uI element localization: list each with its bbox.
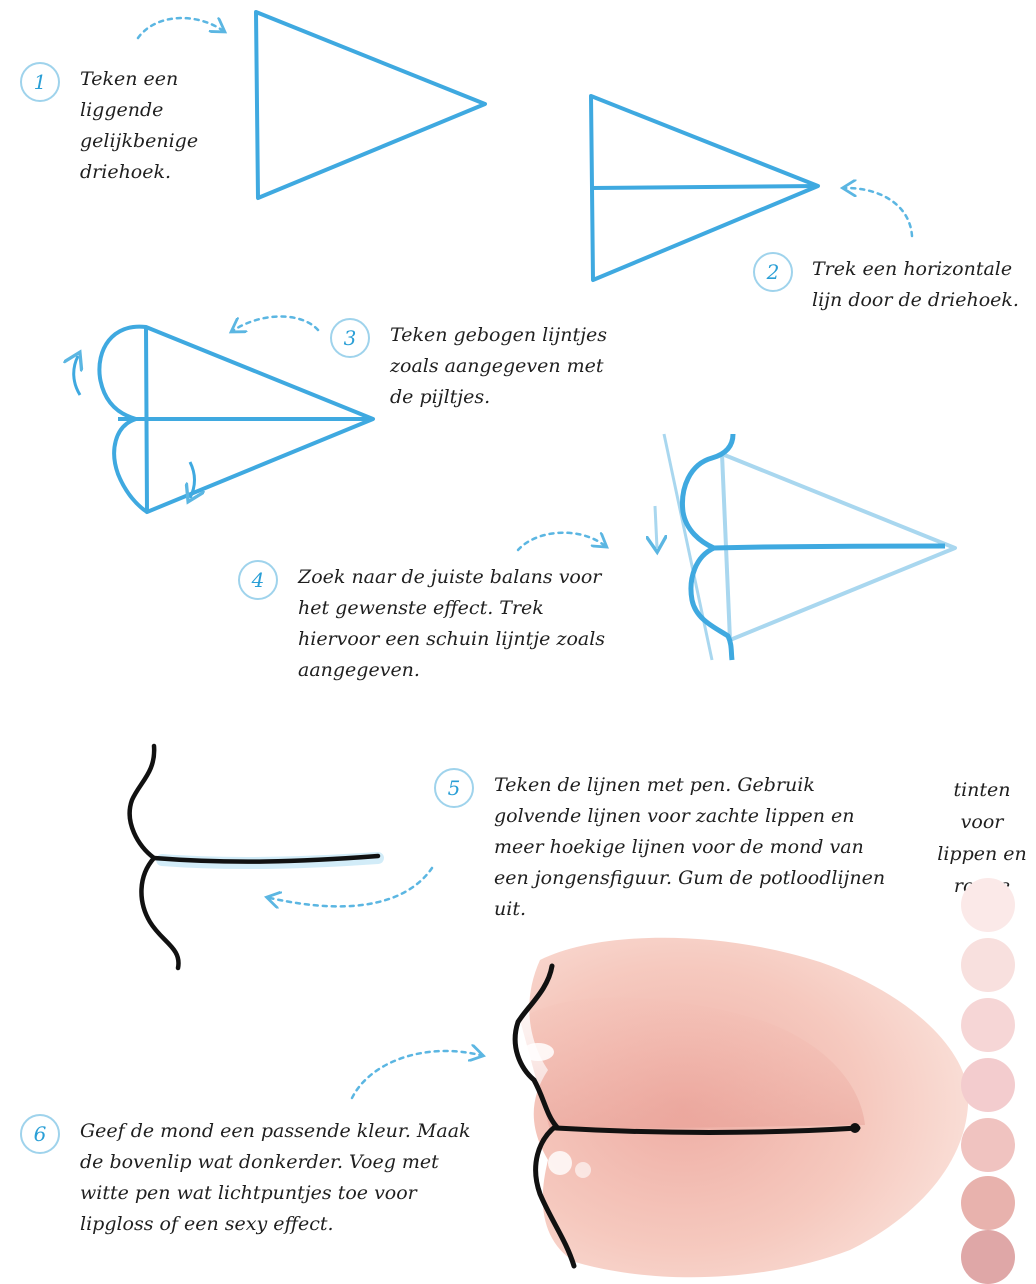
step-6-text: Geef de mond een passende kleur. Maak de… xyxy=(80,1116,490,1240)
step-3-text: Teken gebogen lijntjes zoals aangegeven … xyxy=(390,320,620,413)
swatch-3 xyxy=(961,998,1015,1052)
arrow-4-icon xyxy=(518,533,604,550)
arrow-6-icon xyxy=(352,1051,480,1098)
step-4-triangle xyxy=(655,434,955,660)
step-5-number: 5 xyxy=(434,768,474,808)
step-3-number: 3 xyxy=(330,318,370,358)
swatch-4 xyxy=(961,1058,1015,1112)
step-6-number: 6 xyxy=(20,1114,60,1154)
step-1-triangle xyxy=(256,12,485,198)
arrow-5-icon xyxy=(270,868,432,906)
step-2-triangle xyxy=(591,96,818,280)
step-4-text: Zoek naar de juiste balans voor het gewe… xyxy=(298,562,608,686)
dotted-arrows xyxy=(138,18,912,1098)
step-2-text: Trek een horizontale lijn door de drieho… xyxy=(812,254,1027,316)
step-3-curve-arrows xyxy=(74,356,195,498)
step-1-text: Teken een liggende gelijkbenige driehoek… xyxy=(80,64,200,188)
arrow-2-icon xyxy=(846,188,912,236)
swatch-2 xyxy=(961,938,1015,992)
swatch-5 xyxy=(961,1118,1015,1172)
swatch-6 xyxy=(961,1176,1015,1230)
arrow-1-icon xyxy=(138,18,222,38)
arrow-3-icon xyxy=(234,317,318,331)
step-3-triangle xyxy=(99,327,373,512)
swatch-1 xyxy=(961,878,1015,932)
step-5-ink-drawing xyxy=(130,746,378,968)
step-5-text: Teken de lijnen met pen. Gebruik golvend… xyxy=(494,770,894,925)
swatch-7 xyxy=(961,1230,1015,1284)
step-1-number: 1 xyxy=(20,62,60,102)
step-2-number: 2 xyxy=(753,252,793,292)
step-6-colored-lips xyxy=(515,938,968,1277)
step-4-number: 4 xyxy=(238,560,278,600)
